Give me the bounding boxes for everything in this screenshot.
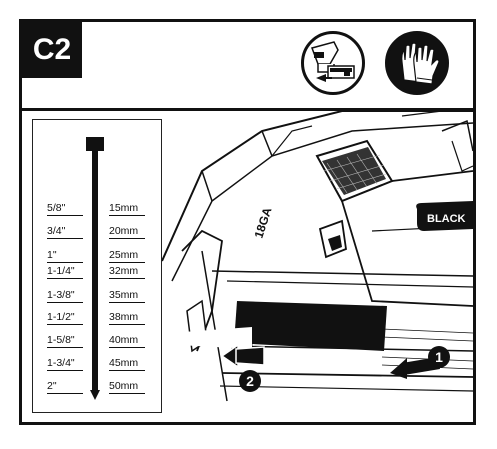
- svg-text:2: 2: [246, 373, 254, 389]
- nail-length-scale: 5/8" 15mm 3/4" 20mm 1" 25mm 1-1/4" 32mm …: [32, 119, 162, 413]
- nail-tip: [90, 390, 100, 400]
- inch-label: 1-1/4": [47, 265, 83, 279]
- panel-header: C2: [22, 22, 473, 111]
- scale-row: 1-5/8" 40mm: [33, 334, 163, 350]
- mm-label: 20mm: [109, 225, 145, 239]
- mm-label: 38mm: [109, 311, 145, 325]
- step-badge: C2: [22, 22, 82, 78]
- inch-label: 1-1/2": [47, 311, 83, 325]
- battery-removal-icon: [301, 31, 365, 95]
- instruction-panel: C2: [19, 19, 476, 425]
- inch-label: 1-3/8": [47, 289, 83, 303]
- illustration-area: BLACK 18GA: [22, 111, 473, 422]
- mm-label: 45mm: [109, 357, 145, 371]
- mm-label: 25mm: [109, 249, 145, 263]
- scale-row: 1-1/2" 38mm: [33, 311, 163, 327]
- mm-label: 40mm: [109, 334, 145, 348]
- scale-row: 5/8" 15mm: [33, 202, 163, 218]
- magazine-latch[interactable]: [318, 219, 347, 259]
- brand-badge: BLACK: [416, 201, 473, 231]
- inch-label: 1": [47, 249, 83, 263]
- inch-label: 5/8": [47, 202, 83, 216]
- nail-strip: [234, 301, 387, 351]
- scale-row: 1-1/4" 32mm: [33, 265, 163, 281]
- arrow-2: [220, 343, 265, 369]
- scale-row: 1-3/8" 35mm: [33, 289, 163, 305]
- scale-row: 1" 25mm: [33, 249, 163, 265]
- grip-pad: [315, 139, 394, 203]
- mm-label: 32mm: [109, 265, 145, 279]
- scale-row: 1-3/4" 45mm: [33, 357, 163, 373]
- nail-head: [86, 137, 104, 151]
- callout-2: 2: [239, 370, 261, 392]
- scale-row: 2" 50mm: [33, 380, 163, 396]
- inch-label: 1-5/8": [47, 334, 83, 348]
- nail-shank: [92, 151, 98, 391]
- gloves-icon: [385, 31, 449, 95]
- mm-label: 35mm: [109, 289, 145, 303]
- brand-label: BLACK: [427, 213, 466, 225]
- inch-label: 3/4": [47, 225, 83, 239]
- inch-label: 2": [47, 380, 83, 394]
- mm-label: 50mm: [109, 380, 145, 394]
- gauge-label: 18GA: [252, 205, 275, 239]
- svg-text:1: 1: [435, 349, 443, 365]
- scale-row: 3/4" 20mm: [33, 225, 163, 241]
- inch-label: 1-3/4": [47, 357, 83, 371]
- callout-1: 1: [428, 346, 450, 368]
- nailer-illustration: BLACK 18GA: [142, 111, 473, 402]
- mm-label: 15mm: [109, 202, 145, 216]
